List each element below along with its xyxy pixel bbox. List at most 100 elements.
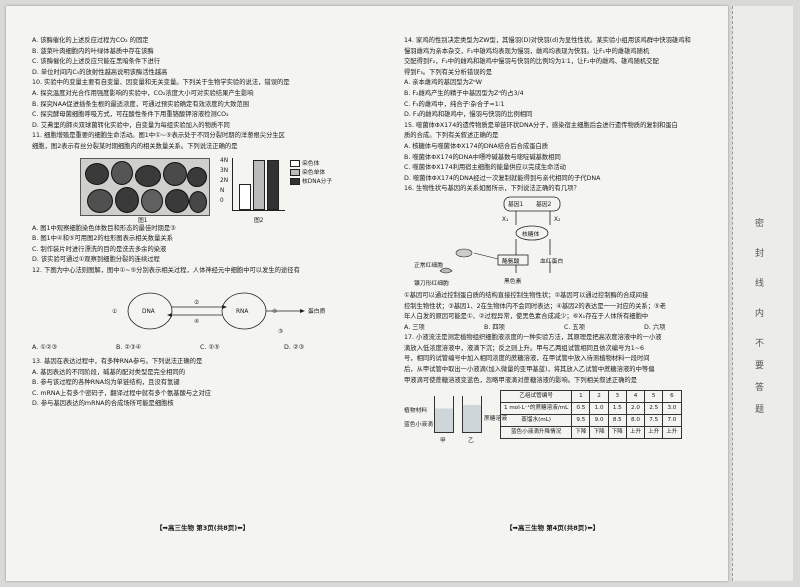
gene1-label: 基因1 <box>508 201 524 208</box>
process-4: ④ <box>194 318 200 325</box>
text-line: B. 参与该过程的各种RNA均为单链结构，且没有氢键 <box>32 379 180 387</box>
text-line: 年人白发的原因可能是①、②过程异常，使黑色素合成减少；⑥X₁存在于人体所有细胞中 <box>404 313 649 321</box>
question-13: 13. 基因在表达过程中，有多种RNA参与。下列说法正确的是 <box>32 358 203 366</box>
text-line: 控制生物性状；③基因1、2在生物体内不会同时表达；④基因2的表达是一一对应的关系… <box>404 302 666 310</box>
fig1-caption: 图1 <box>138 217 148 224</box>
tube-a-label: 甲 <box>440 438 446 445</box>
fig2-yticks: 4N 3N 2N N 0 <box>220 157 229 204</box>
text-line: D. 单位时间内C₅的放射性越高说明该酶活性越高 <box>32 68 168 76</box>
text-line: 质的合成。下列有关叙述正确的是 <box>404 132 499 140</box>
process-3: ③ <box>278 328 284 335</box>
bar-chromosome <box>239 183 251 210</box>
text-line: C. 噬菌体ΦX174利用宿主细胞的能量供应以完成生命活动 <box>404 164 566 172</box>
process-2: ② <box>194 299 200 306</box>
melanin-label: 黑色素 <box>504 278 522 285</box>
seal-margin: 密 封 线 内 不 要 答 题 <box>732 6 793 581</box>
exam-sheet: A. 该酶催化的上述反应过程为CO₂ 的固定 B. 菠菜叶肉细胞内的叶绿体基质中… <box>6 6 728 581</box>
margin-char: 题 <box>755 405 765 415</box>
text-line: B. 探究NAA促进插条生根的最适浓度，可通过预实验确定有效浓度的大致范围 <box>32 100 250 108</box>
text-line: 细胞，图2表示有丝分裂某时期细胞内的相关数量关系。下列说法正确的是 <box>32 142 238 150</box>
central-dogma-diagram: DNA RNA 蛋白质 ① ② ④ ⑤ ③ <box>32 277 370 343</box>
text-line: D. F₃的雌鸡和雄鸡中，慢羽与快羽的比例相同 <box>404 111 533 119</box>
text-line: 甲液滴可使蔗糖溶液变蓝色，忽略甲液滴对蔗糖溶液的影响。下列相关叙述正确的是 <box>404 376 637 384</box>
fig2-legend: 染色体 染色单体 核DNA分子 <box>290 159 332 187</box>
text-line: 号，相同的试管编号中加入相同浓度的蔗糖溶液，在甲试管中放入待测植物材料一段时间 <box>404 355 650 363</box>
cell-micrograph <box>80 157 210 216</box>
process-1: ① <box>112 308 118 315</box>
sucrose-label: 蔗糖溶液 <box>484 416 508 423</box>
text-line: C. 该酶催化的上述反应只能在黑暗条件下进行 <box>32 58 161 66</box>
tyrosine-label: 酪氨酸 <box>502 258 520 265</box>
text-line: C. 探究酵母菌细胞呼吸方式，可在酸性条件下用重铬酸钾溶液检测CO₂ <box>32 111 229 119</box>
ribosome-label: 核糖体 <box>522 231 540 238</box>
text-line: B. F₂雌鸡产生的精子中基因型为Zᵈ的占3/4 <box>404 89 524 97</box>
text-line: 得到F₃。下列有关分析错误的是 <box>404 68 493 76</box>
x1-label: X₁ <box>502 216 509 223</box>
bar-chromatid <box>253 159 265 210</box>
text-line: A. 图1中观察细胞染色体数目和形态的最佳时期是③ <box>32 224 176 232</box>
page-footer-left: 【➡高三生物 第3页(共8页)⬅】 <box>156 524 250 532</box>
question-11: 11. 细胞增殖是重要的细胞生命活动。图1中①~⑤表示处于不同分裂时期的洋葱根尖… <box>32 132 285 140</box>
text-line: 后，从甲试管中取出一小液滴(加入微量的亚甲基蓝)，将其放入乙试管中蔗糖溶液的中等… <box>404 366 655 374</box>
gene-trait-diagram: 基因1 基因2 X₁ X₂ 核糖体 酪氨酸 血红蛋白 黑色素 正常红细胞 镰刀形… <box>404 195 718 291</box>
text-line: 交配得到F₂，F₂中的雌鸡和雄鸡中慢羽与快羽的比例均为1∶1，让F₂中的雌鸡、雄… <box>404 58 659 66</box>
question-16: 16. 生物性状与基因的关系如图所示，下列说法正确的有几项？ <box>404 185 580 193</box>
hemoglobin-label: 血红蛋白 <box>540 258 564 265</box>
margin-char: 线 <box>755 279 765 289</box>
rbc-normal-label: 正常红细胞 <box>414 262 443 269</box>
material-label: 植物材料 <box>404 408 428 415</box>
rna-label: RNA <box>236 308 249 315</box>
margin-char: 封 <box>755 249 765 259</box>
text-line: B. 菠菜叶肉细胞内的叶绿体基质中存在该酶 <box>32 47 154 55</box>
question-14: 14. 家鸡的性别决定类型为ZW型，其慢羽(D)对快羽(d)为显性性状。某实验小… <box>404 37 691 44</box>
text-line: B. 噬菌体ΦX174的DNA中嘌呤碱基数与嘧啶碱基数相同 <box>404 153 561 161</box>
question-17: 17. 小液流法是测定植物组织细胞液浓度的一种实验方法，其原理是把高浓度溶液中的… <box>404 334 662 342</box>
bar-chart-fig2 <box>232 157 285 211</box>
table-row: 蓝色小液滴升降情况下降下降下降上升上升上升 <box>499 426 682 440</box>
text-line: B. 图1中④和⑤可用图2的柱形图表示相关数量关系 <box>32 235 173 243</box>
gene2-label: 基因2 <box>536 201 552 208</box>
figures-q11: 图1 4N 3N 2N N 0 图2 染色体 染色单体 核DNA分子 <box>32 156 370 224</box>
x2-label: X₂ <box>554 216 561 223</box>
question-15: 15. 噬菌体ΦX174的遗传物质是单链环状DNA分子，感染宿主细胞后会进行遗传… <box>404 121 678 129</box>
fig2-caption: 图2 <box>254 217 264 224</box>
margin-char: 密 <box>755 219 765 229</box>
text-line: D. 该实验可通过①观察到细胞分裂的连续过程 <box>32 256 160 264</box>
right-column: 14. 家鸡的性别决定类型为ZW型，其慢羽(D)对快羽(d)为显性性状。某实验小… <box>404 36 718 448</box>
tube-b-label: 乙 <box>468 438 474 445</box>
tube-b <box>462 396 482 434</box>
text-line: ①基因可以通过控制蛋白质的结构直接控制生物性状；②基因可以通过控制酶的合成间接 <box>404 291 649 299</box>
text-line: C. F₃的雌鸡中，纯合子∶杂合子=1∶1 <box>404 100 505 108</box>
text-line: A. 基因表达的不同阶段，碱基的配对类型是完全相同的 <box>32 368 186 376</box>
text-line: C. mRNA上有多个密码子，翻译过程中就有多个氨基酸与之对应 <box>32 389 212 397</box>
margin-char: 要 <box>755 361 765 371</box>
question-12: 12. 下图为中心法则图解，图中①~⑤分别表示相关过程，人体神经元中细胞中可以发… <box>32 266 300 274</box>
text-line: 滴放入低浓度溶液中，液滴下沉；反之则上升。甲与乙两组试管相同且依次编号为1~6 <box>404 344 644 352</box>
dna-label: DNA <box>142 308 155 315</box>
text-line: D. 参与基因表达的mRNA的合成场所可能是细胞核 <box>32 400 174 408</box>
text-line: A. 探究温度对光合作用强度影响的实验中，CO₂浓度大小可对实验结果产生影响 <box>32 89 254 97</box>
question-10: 10. 实验中的变量主要有自变量、因变量和无关变量。下列关于生物学实验的说法，错… <box>32 79 290 87</box>
margin-char: 不 <box>755 339 765 349</box>
tube-a <box>434 396 454 434</box>
bar-dna <box>267 159 279 210</box>
page-footer-right: 【➡高三生物 第4页(共8页)⬅】 <box>506 524 600 532</box>
blue-drop-label: 蓝色小液滴 <box>404 422 433 429</box>
protein-label: 蛋白质 <box>308 308 326 315</box>
text-line: D. 艾弗里的肺炎双球菌转化实验中，自变量为每组实验加入的物质不同 <box>32 121 230 129</box>
text-line: A. 亲本雌鸡的基因型为ZᵈW <box>404 79 482 87</box>
left-column: A. 该酶催化的上述反应过程为CO₂ 的固定 B. 菠菜叶肉细胞内的叶绿体基质中… <box>32 36 370 410</box>
text-line: 慢羽雌鸡为亲本杂交，F₁中雄鸡均表现为慢羽，雌鸡均表现为快羽。让F₁中的雌雄鸡随… <box>404 47 650 55</box>
margin-char: 答 <box>755 383 765 393</box>
rbc-sickle-label: 镰刀形红细胞 <box>414 280 449 287</box>
text-line: D. 噬菌体ΦX174的DNA经过一次复制就能得到与亲代相同的子代DNA <box>404 174 601 182</box>
text-line: A. 该酶催化的上述反应过程为CO₂ 的固定 <box>32 37 149 44</box>
process-5: ⑤ <box>272 308 278 315</box>
